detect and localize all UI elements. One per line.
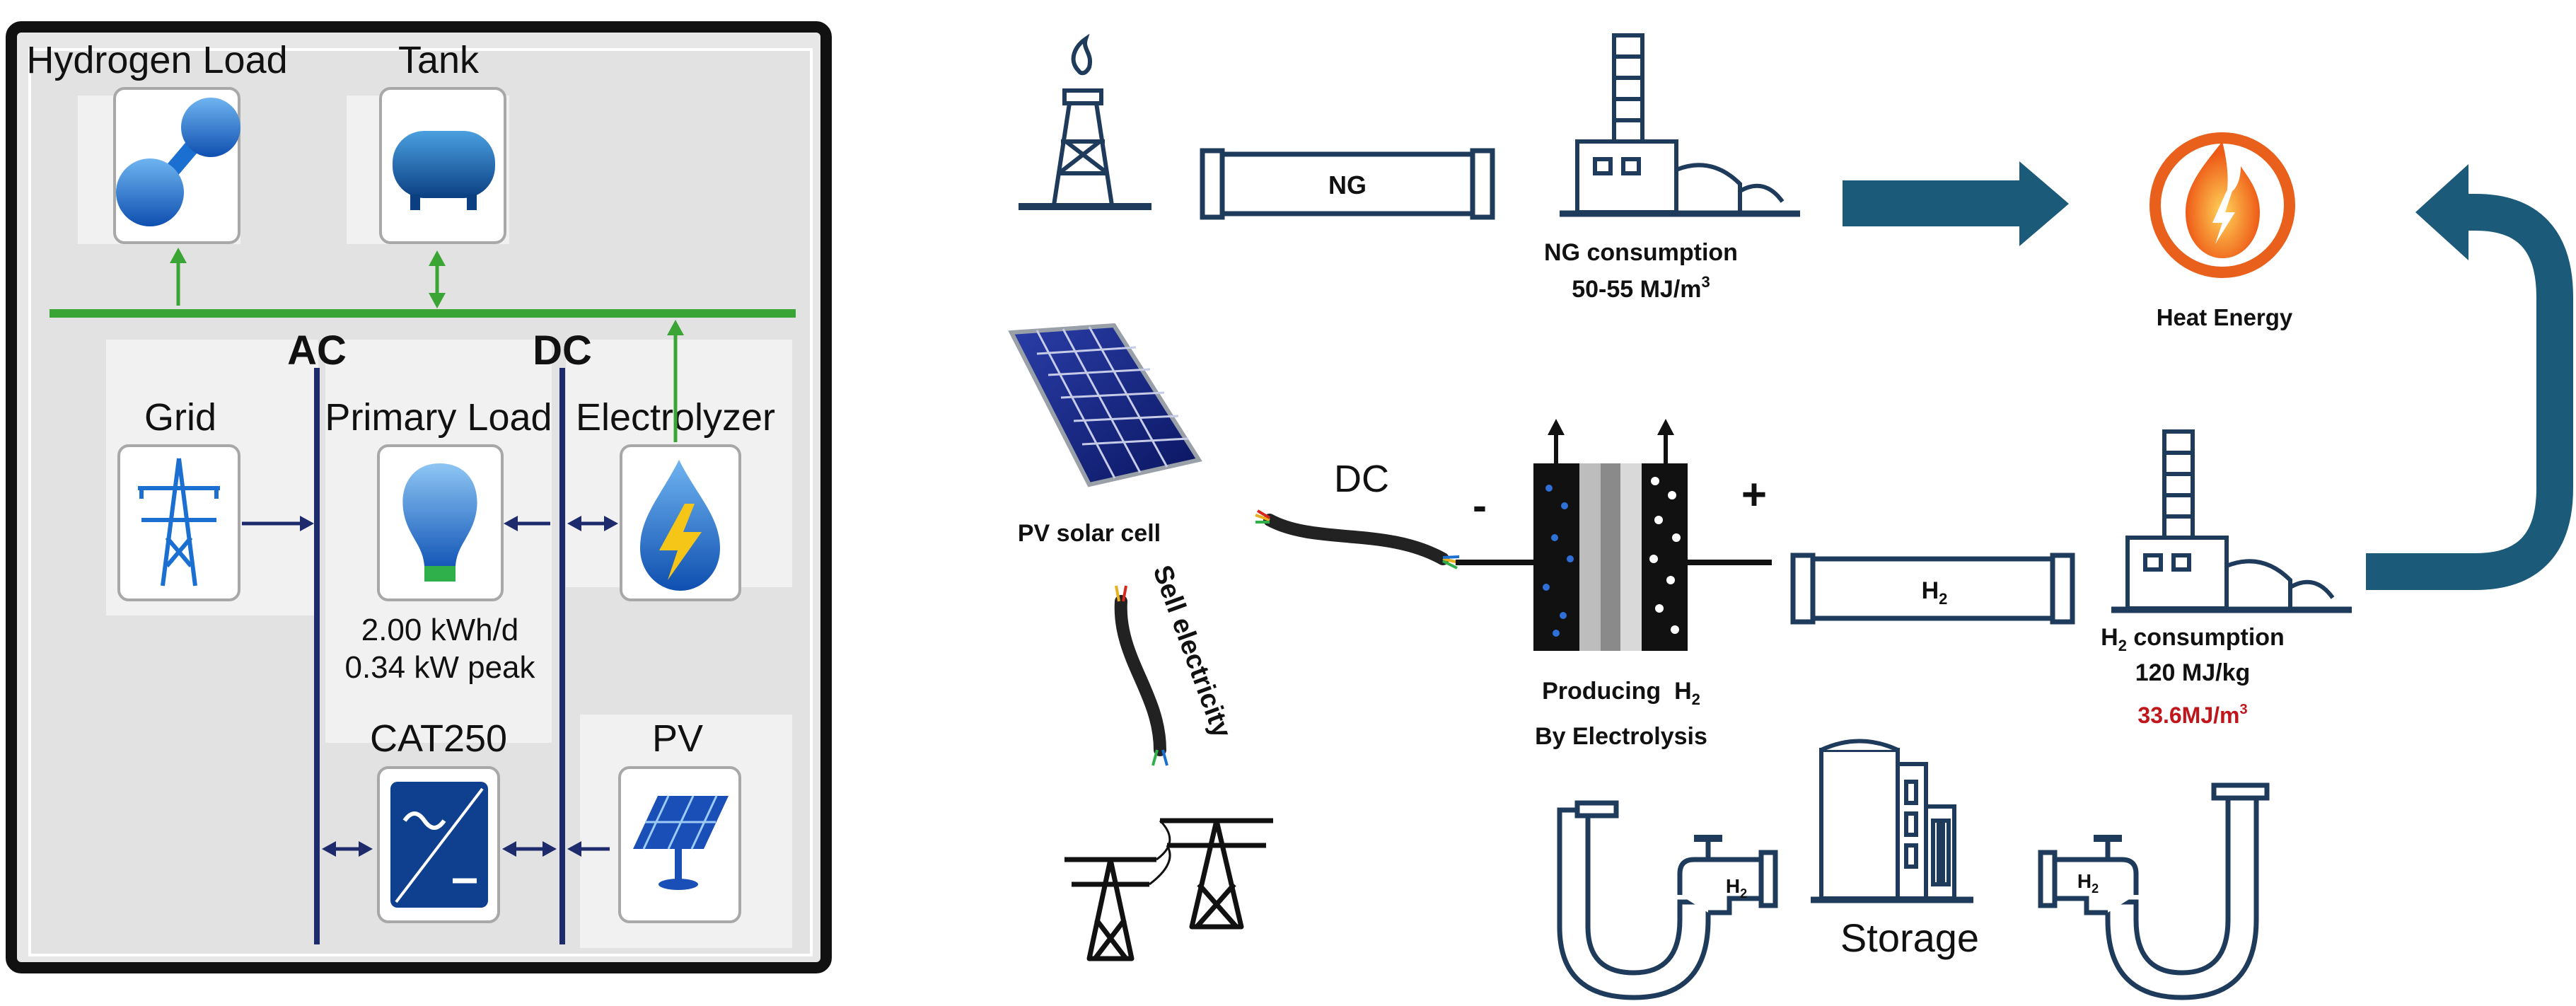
dc-bus-label: DC [533,328,592,374]
faucet-right-label-text: H [2077,870,2091,892]
transmission-tower-icon [138,458,220,586]
h2-pipe-label: H2 [1922,577,1948,608]
dc-cable-icon [1255,509,1460,570]
h2-consumption-value2: 33.6MJ/m3 [2137,702,2247,728]
h2-consumption-title-rest: consumption [2127,624,2285,651]
faucet-left-label-sub: 2 [1740,886,1747,901]
h2-consumption-value1: 120 MJ/kg [2135,659,2251,686]
h2-pipe-icon [1790,553,2075,625]
hydrogen-load-tile[interactable] [113,87,240,244]
ng-pipe-icon [1200,148,1495,220]
left-panel: Hydrogen Load Tank AC DC [6,21,832,973]
ng-factory-icon [1560,33,1800,217]
gas-well-icon [1019,33,1151,210]
tank-icon [393,131,495,210]
faucet-right-icon [2038,782,2270,1000]
grid-tile[interactable] [117,444,240,601]
ng-consumption-number: 50-55 MJ/m [1572,276,1701,303]
cat250-label: CAT250 [370,717,507,760]
faucet-right-label: H2 [2077,870,2099,896]
dc-cable-label: DC [1334,458,1389,500]
h2-consumption-title-sub: 2 [2118,637,2127,654]
minus-terminal-label: - [1473,482,1487,529]
pv-tile[interactable] [618,766,741,923]
ac-bus-label: AC [287,328,347,374]
tank-tile[interactable] [379,87,506,244]
electrolysis-line2: By Electrolysis [1535,723,1707,750]
h2-consumption-title-h: H [2101,624,2118,651]
cat250-tile[interactable] [377,766,500,923]
tank-label: Tank [398,39,480,81]
right-panel: NG NG consumption 50-55 MJ/m3 Heat Energ… [1008,33,2573,1000]
electrolyzer-tile[interactable] [620,444,741,601]
storage-building-icon [1811,739,1973,903]
water-drop-bolt-icon [640,460,720,591]
plus-terminal-label: + [1741,470,1767,519]
faucet-left-icon [1557,800,1778,1000]
solar-panel-icon [633,795,729,890]
primary-load-label: Primary Load [325,396,552,439]
h2-consumption-value2-sup: 3 [2239,702,2247,717]
hydrogen-molecule-icon [116,98,240,226]
heat-energy-label: Heat Energy [2157,304,2293,330]
primary-load-tile[interactable] [377,444,504,601]
electrolysis-line1-text: Producing H [1542,678,1692,705]
inverter-icon [390,782,488,908]
ng-consumption-unit-sup: 3 [1702,273,1710,291]
h2-factory-icon [2111,429,2352,613]
electrolysis-line1: Producing H2 [1542,678,1700,708]
h2-consumption-value2-number: 33.6MJ/m [2137,703,2239,728]
electrolysis-cell-icon [1456,419,1772,651]
sell-electricity-cable-icon [1114,585,1168,766]
pv-label: PV [652,717,703,760]
ng-to-heat-arrow [1843,161,2069,246]
hydrogen-load-label: Hydrogen Load [26,39,287,81]
primary-load-daily: 2.00 kWh/d [361,613,519,647]
storage-label: Storage [1840,915,1979,960]
ng-pipe-label: NG [1328,170,1367,200]
pv-solar-cell-label: PV solar cell [1018,520,1161,547]
primary-load-peak: 0.34 kW peak [344,650,535,685]
faucet-left-label: H2 [1726,875,1747,901]
electrolysis-line1-sub: 2 [1692,690,1700,708]
heat-energy-icon [2149,132,2295,278]
h2-pipe-label-sub: 2 [1939,590,1947,608]
ng-consumption-value: 50-55 MJ/m3 [1572,273,1710,303]
faucet-right-label-sub: 2 [2091,881,2099,896]
light-bulb-icon [402,463,477,582]
faucet-left-label-text: H [1726,875,1740,897]
pv-solar-panel-icon [1008,323,1202,487]
h2-to-heat-arrow [2366,194,2573,590]
grid-label: Grid [144,396,216,439]
h2-pipe-label-text: H [1922,577,1939,604]
h2-consumption-title: H2 consumption [2101,624,2285,654]
ng-consumption-title: NG consumption [1544,239,1738,266]
transmission-towers-icon [1064,818,1273,961]
